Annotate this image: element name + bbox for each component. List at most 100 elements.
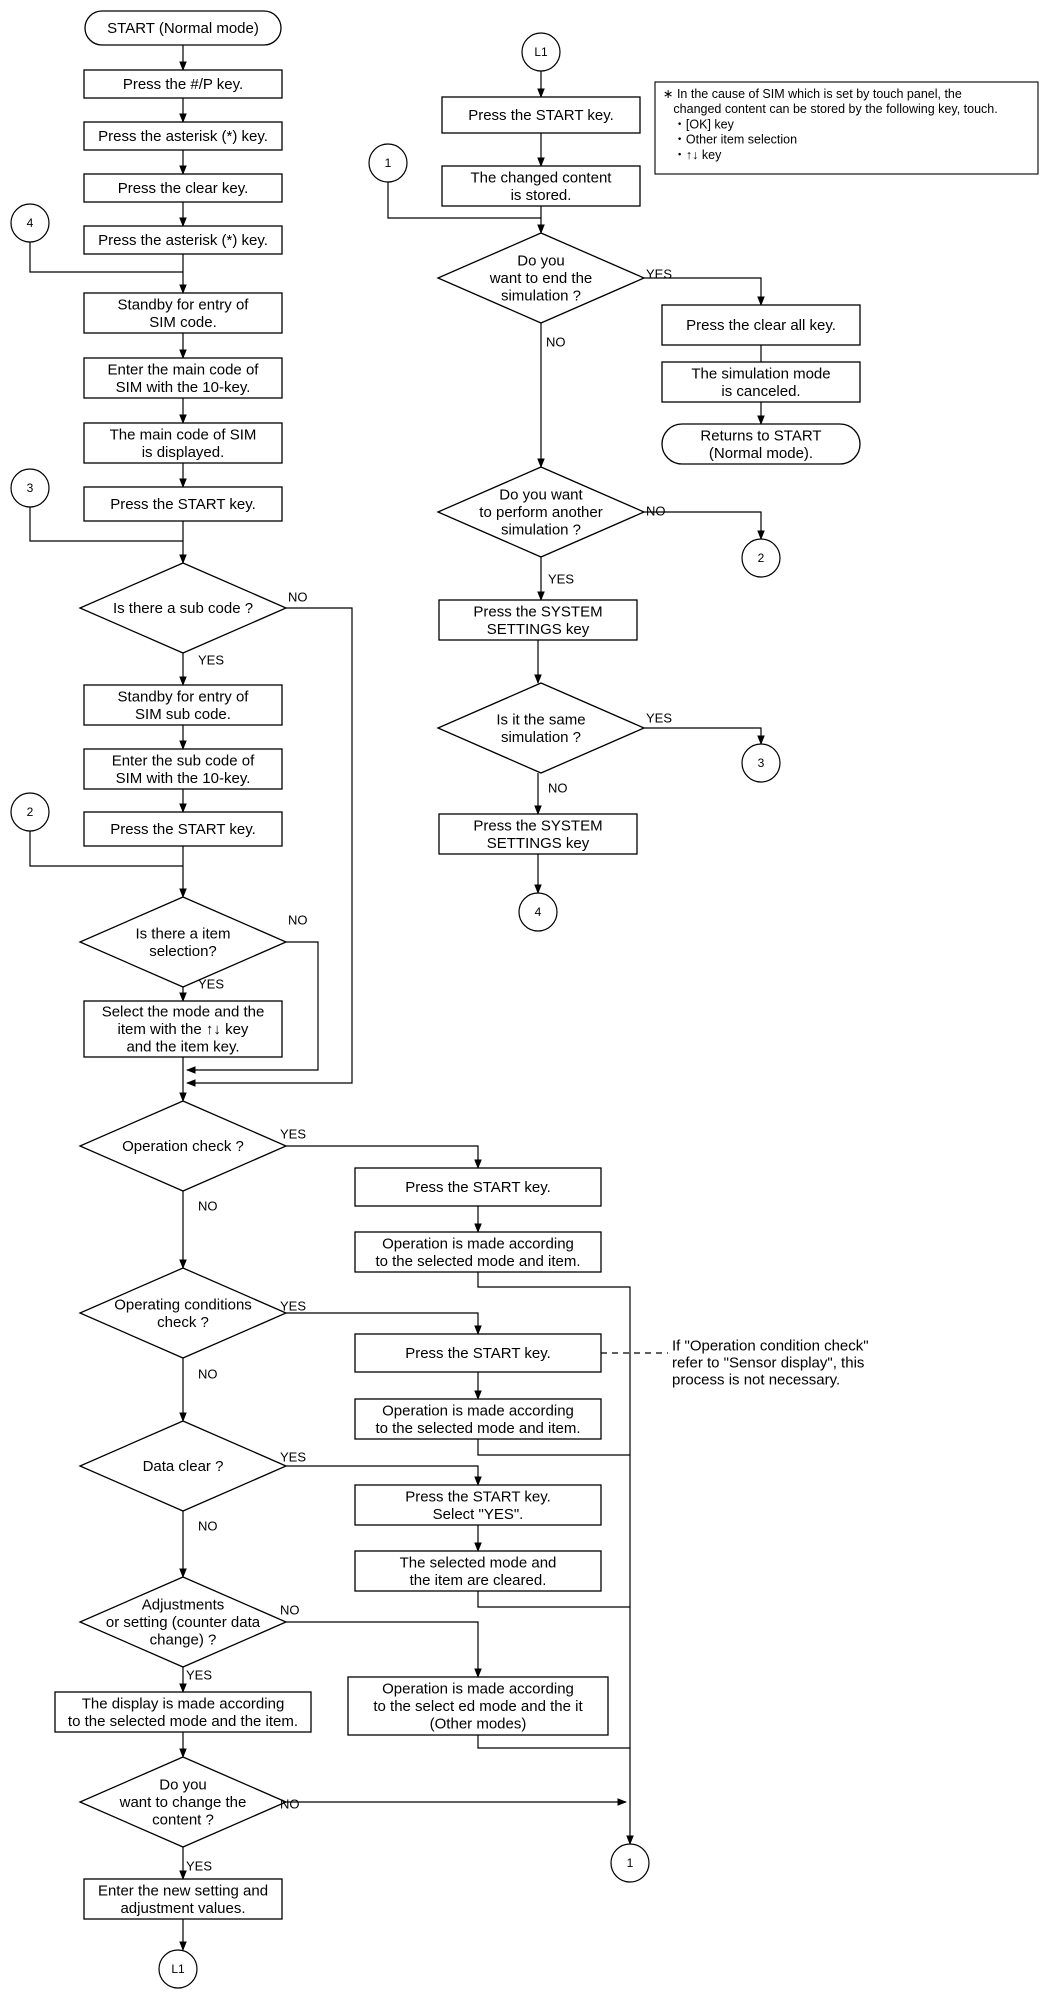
process-box-stored [441, 165, 641, 207]
process-box-op-made-2 [354, 1398, 602, 1440]
terminal-text-start: START (Normal mode) [107, 20, 259, 37]
terminal-start [84, 10, 282, 46]
connector-label-c3-6: 3 [758, 756, 765, 770]
decision-q-opcond [78, 1267, 288, 1359]
decision-q-another [436, 466, 646, 558]
process-text-start-key-d: Press the START key. [405, 1345, 551, 1362]
decision-q-dataclear [78, 1420, 288, 1512]
branch-label-no-10: NO [280, 1603, 300, 1618]
process-box-standby-sub [83, 684, 283, 726]
process-box-standby-sim [83, 292, 283, 334]
branch-label-yes-3: YES [198, 977, 224, 992]
process-box-asterisk2 [83, 225, 283, 255]
process-text-clear-all: Press the clear all key. [686, 317, 836, 334]
edge-op2-join [477, 1439, 630, 1456]
process-box-start-key-yes [354, 1484, 602, 1526]
edge-qop-yes [286, 1145, 482, 1169]
terminal-returns [661, 423, 861, 465]
edge-qend-yes [644, 277, 765, 306]
process-box-asterisk1 [83, 121, 283, 151]
branch-label-no-7: NO [198, 1367, 218, 1382]
connector-c3-6 [741, 743, 781, 783]
connector-label-c1-8: 1 [627, 1856, 634, 1870]
decision-q-subcode [78, 562, 288, 654]
process-box-enter-sub [83, 748, 283, 790]
decision-q-same [436, 682, 646, 774]
branch-label-yes-4: YES [280, 1127, 306, 1142]
connector-label-c3-1: 3 [27, 481, 34, 495]
process-text-hash-p: Press the #/P key. [123, 76, 243, 93]
branch-label-no-12: NO [280, 1797, 300, 1812]
process-box-sys-settings-2 [438, 813, 638, 855]
process-box-select-mode [83, 1000, 283, 1058]
process-box-start-key-e [441, 96, 641, 134]
edge-qsub-no [186, 607, 353, 1087]
process-box-start-key-b [83, 811, 283, 847]
process-box-clear [83, 173, 283, 203]
connector-label-c2-2: 2 [27, 805, 34, 819]
process-box-op-made-3 [347, 1676, 609, 1736]
edge-cleared-join [477, 1591, 630, 1608]
branch-label-yes-14: YES [646, 267, 672, 282]
branch-label-no-19: NO [548, 781, 568, 796]
edge-c2-join [29, 831, 183, 867]
connector-c4-0 [10, 203, 50, 243]
connector-c4-7 [518, 892, 558, 932]
process-text-start-key-yes: Press the START key.Select "YES". [405, 1488, 551, 1523]
edge-qcond-yes [286, 1312, 482, 1335]
process-box-start-key-d [354, 1333, 602, 1373]
branch-label-no-9: NO [198, 1519, 218, 1534]
decision-text-q-dataclear: Data clear ? [143, 1458, 224, 1475]
decision-q-adjust [78, 1576, 288, 1668]
connector-label-l1-9: L1 [171, 1962, 185, 1976]
connector-label-c1-4: 1 [385, 156, 392, 170]
process-box-main-disp [83, 422, 283, 464]
edge-c3-join [29, 507, 183, 542]
edge-qitem-no [186, 941, 319, 1074]
edge-qsame-yes [644, 727, 765, 745]
edge-c4-join [29, 242, 183, 273]
branch-label-no-15: NO [546, 335, 566, 350]
branch-label-no-2: NO [288, 913, 308, 928]
connector-label-c4-0: 4 [27, 216, 34, 230]
edge-op3-join [477, 1735, 630, 1749]
process-text-asterisk2: Press the asterisk (*) key. [98, 232, 268, 249]
branch-label-yes-6: YES [280, 1299, 306, 1314]
process-text-start-key-a: Press the START key. [110, 496, 256, 513]
process-box-enter-new [83, 1878, 283, 1920]
process-box-hash-p [83, 69, 283, 99]
decision-q-end [436, 232, 646, 324]
process-box-enter-main [83, 357, 283, 399]
decision-text-q-subcode: Is there a sub code ? [113, 600, 253, 617]
touch-panel-note-text: ∗ In the cause of SIM which is set by to… [663, 87, 998, 162]
terminal-text-returns: Returns to START(Normal mode). [700, 427, 821, 462]
process-box-start-key-a [83, 486, 283, 522]
touch-panel-note-box [654, 81, 1039, 175]
process-text-start-key-e: Press the START key. [468, 107, 614, 124]
branch-label-yes-13: YES [186, 1859, 212, 1874]
edge-c1-join [387, 182, 541, 219]
connector-label-c2-5: 2 [758, 551, 765, 565]
process-box-sim-canceled [661, 361, 861, 403]
decision-q-itemsel [78, 896, 288, 988]
edge-qdata-yes [286, 1465, 482, 1486]
connector-c1-8 [610, 1843, 650, 1883]
connector-c1-4 [368, 143, 408, 183]
